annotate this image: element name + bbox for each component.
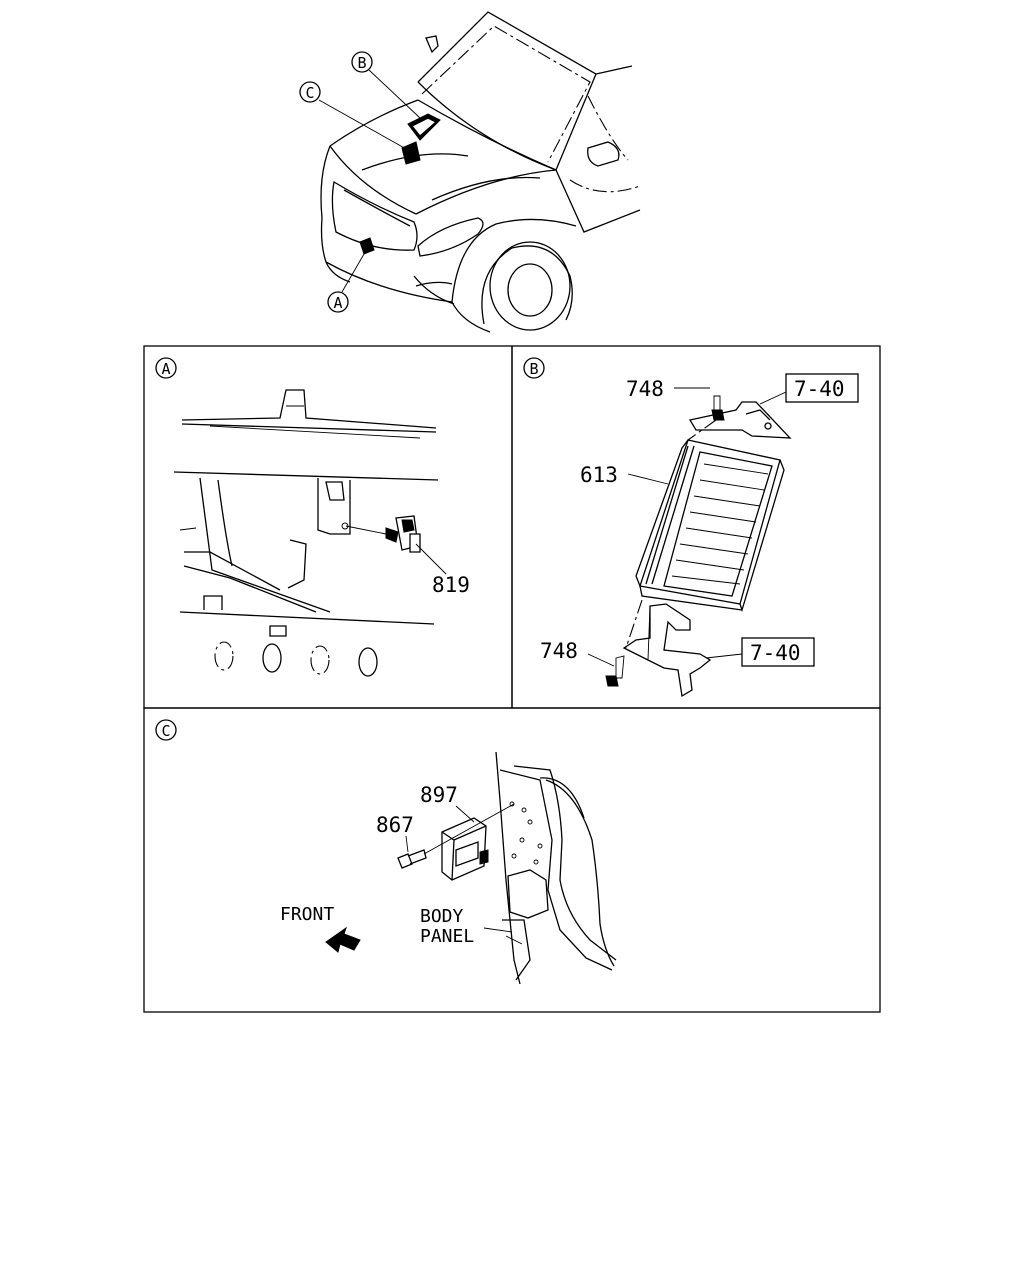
panel-b-tag: B: [523, 357, 545, 379]
ref-7-40-bottom: 7-40: [741, 637, 815, 667]
front-arrow-icon: [325, 926, 361, 953]
module-897: [441, 817, 489, 881]
car-overview: B C A: [299, 11, 641, 333]
callout-a: A: [327, 291, 349, 313]
ecu-location-mark: [401, 113, 441, 165]
ref-7-40-bottom-label: 7-40: [750, 641, 801, 665]
sensor-819: [341, 515, 421, 553]
ref-7-40-top-label: 7-40: [794, 377, 845, 401]
part-613-label: 613: [580, 463, 618, 487]
panel-c: C 897 867: [155, 719, 617, 985]
panel-a-tag-label: A: [161, 360, 170, 378]
bolt-748-bottom: [605, 655, 625, 687]
panel-b: B 748 7-40: [523, 357, 859, 698]
callout-c: C: [299, 81, 321, 103]
ref-7-40-top: 7-40: [785, 373, 859, 403]
part-748-bottom-label: 748: [540, 639, 578, 663]
body-panel-label-line2: PANEL: [420, 926, 474, 947]
panel-a-tag: A: [155, 357, 177, 379]
ecu-613: [635, 439, 785, 613]
bolt-748-top: [711, 395, 725, 421]
callout-a-label: A: [333, 294, 342, 312]
panel-a: A 819: [155, 357, 470, 677]
part-867-label: 867: [376, 813, 414, 837]
bolt-867: [397, 849, 427, 869]
part-897-label: 897: [420, 783, 458, 807]
panel-c-frame: [143, 707, 881, 1013]
body-panel-label-line1: BODY: [420, 906, 464, 927]
panel-c-tag: C: [155, 719, 177, 741]
callout-b-label: B: [357, 54, 366, 72]
front-label: FRONT: [280, 904, 334, 925]
callout-b: B: [351, 51, 373, 73]
panel-a-frame: [143, 345, 513, 709]
panel-b-tag-label: B: [529, 360, 538, 378]
part-748-top-label: 748: [626, 377, 664, 401]
part-819-label: 819: [432, 573, 470, 597]
panel-c-tag-label: C: [161, 722, 170, 740]
callout-c-label: C: [305, 84, 314, 102]
